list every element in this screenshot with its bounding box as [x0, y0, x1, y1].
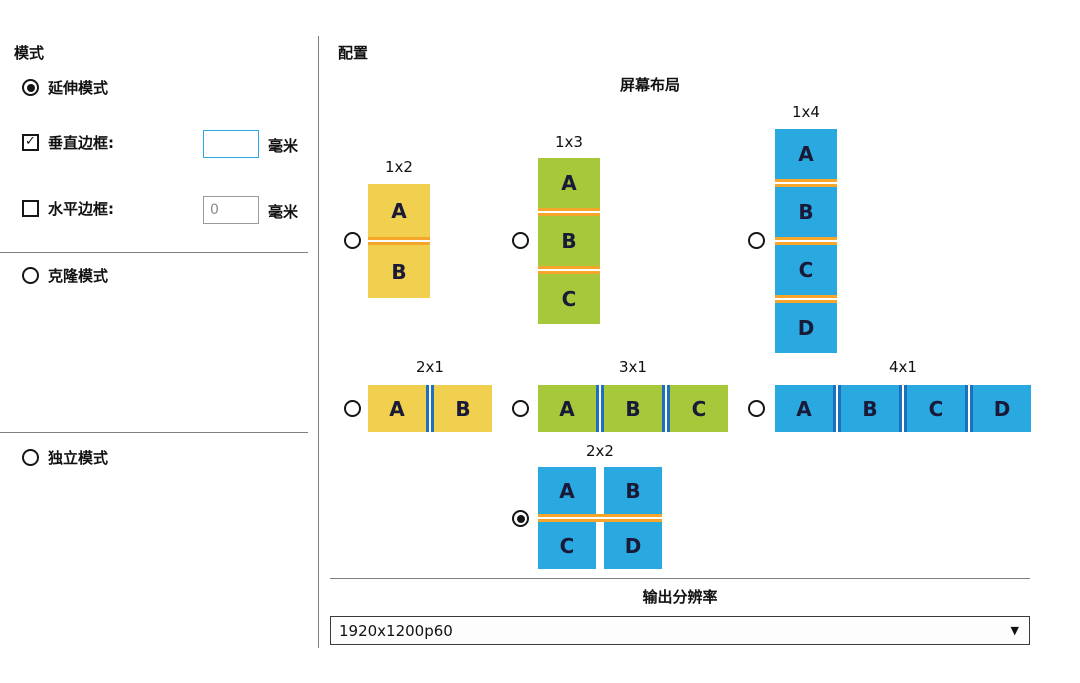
- layout-radio-1x4[interactable]: [748, 232, 765, 249]
- screen-A: A: [775, 385, 833, 432]
- independent-mode-label: 独立模式: [48, 449, 109, 467]
- layout-radio-4x1[interactable]: [748, 400, 765, 417]
- layout-size-label: 2x1: [416, 358, 444, 376]
- layout-size-label: 1x2: [385, 158, 413, 176]
- screen-A: A: [775, 129, 837, 179]
- bezel-vertical-separator: [899, 385, 907, 432]
- bezel-horizontal-separator: [775, 295, 837, 303]
- vertical-border-unit: 毫米: [268, 137, 299, 155]
- resolution-value: 1920x1200p60: [339, 621, 453, 640]
- output-resolution-title: 输出分辨率: [642, 588, 718, 606]
- bezel-horizontal-separator: [538, 266, 600, 274]
- mode-option-clone[interactable]: 克隆模式: [22, 265, 108, 286]
- output-resolution-dropdown[interactable]: 1920x1200p60 ▼: [330, 616, 1030, 645]
- bezel-vertical-separator: [965, 385, 973, 432]
- layout-radio-3x1[interactable]: [512, 400, 529, 417]
- screen-C: C: [775, 245, 837, 295]
- independent-mode-radio[interactable]: [22, 449, 39, 466]
- screen-C: C: [907, 385, 965, 432]
- bezel-vertical-separator: [426, 385, 434, 432]
- layout-radio-1x2[interactable]: [344, 232, 361, 249]
- screen-A: A: [538, 158, 600, 208]
- screen-D: D: [604, 522, 662, 569]
- vertical-border-checkbox[interactable]: ✓: [22, 134, 39, 151]
- screen-B: B: [434, 385, 492, 432]
- screen-B: B: [604, 385, 662, 432]
- extend-mode-label: 延伸模式: [48, 79, 109, 97]
- screen-D: D: [973, 385, 1031, 432]
- layout-radio-1x3[interactable]: [512, 232, 529, 249]
- bezel-horizontal-separator: [368, 237, 430, 245]
- horizontal-border-unit: 毫米: [268, 203, 299, 221]
- bezel-horizontal-separator: [538, 208, 600, 216]
- screen-C: C: [538, 274, 600, 324]
- config-title: 配置: [338, 44, 369, 62]
- screen-A: A: [368, 184, 430, 237]
- bezel-vertical-separator: [596, 385, 604, 432]
- bezel-vertical-separator: [662, 385, 670, 432]
- bezel-vertical-separator: [833, 385, 841, 432]
- clone-mode-radio[interactable]: [22, 267, 39, 284]
- resolution-divider: [330, 578, 1030, 579]
- layout-size-label: 3x1: [619, 358, 647, 376]
- layout-size-label: 2x2: [586, 442, 614, 460]
- mode-divider-1: [0, 252, 308, 253]
- horizontal-border-checkbox[interactable]: [22, 200, 39, 217]
- screen-B: B: [368, 245, 430, 298]
- horizontal-border-row: 水平边框:: [22, 198, 114, 219]
- screen-C: C: [538, 522, 596, 569]
- column-gap: [596, 467, 604, 514]
- screen-D: D: [775, 303, 837, 353]
- column-gap: [596, 522, 604, 569]
- screen-A: A: [538, 467, 596, 514]
- vertical-border-input[interactable]: [203, 130, 259, 158]
- dropdown-arrow-icon: ▼: [1010, 624, 1019, 637]
- bezel-horizontal-separator: [775, 237, 837, 245]
- screen-B: B: [538, 216, 600, 266]
- screen-A: A: [368, 385, 426, 432]
- mode-panel-title: 模式: [14, 44, 45, 62]
- vertical-border-row: ✓ 垂直边框:: [22, 132, 114, 153]
- layout-radio-2x1[interactable]: [344, 400, 361, 417]
- screen-A: A: [538, 385, 596, 432]
- vertical-border-label: 垂直边框:: [48, 134, 114, 152]
- panel-divider: [318, 36, 319, 648]
- mode-option-independent[interactable]: 独立模式: [22, 447, 108, 468]
- mode-option-extend[interactable]: 延伸模式: [22, 77, 108, 98]
- screen-layout-title: 屏幕布局: [619, 76, 680, 94]
- mode-divider-2: [0, 432, 308, 433]
- screen-B: B: [775, 187, 837, 237]
- bezel-horizontal-separator: [775, 179, 837, 187]
- horizontal-border-label: 水平边框:: [48, 200, 114, 218]
- extend-mode-radio[interactable]: [22, 79, 39, 96]
- layout-size-label: 1x3: [555, 133, 583, 151]
- layout-size-label: 1x4: [792, 103, 820, 121]
- layout-size-label: 4x1: [889, 358, 917, 376]
- layout-radio-2x2[interactable]: [512, 510, 529, 527]
- screen-B: B: [841, 385, 899, 432]
- screen-B: B: [604, 467, 662, 514]
- screen-C: C: [670, 385, 728, 432]
- bezel-horizontal-separator: [538, 514, 662, 522]
- horizontal-border-input[interactable]: [203, 196, 259, 224]
- clone-mode-label: 克隆模式: [48, 267, 109, 285]
